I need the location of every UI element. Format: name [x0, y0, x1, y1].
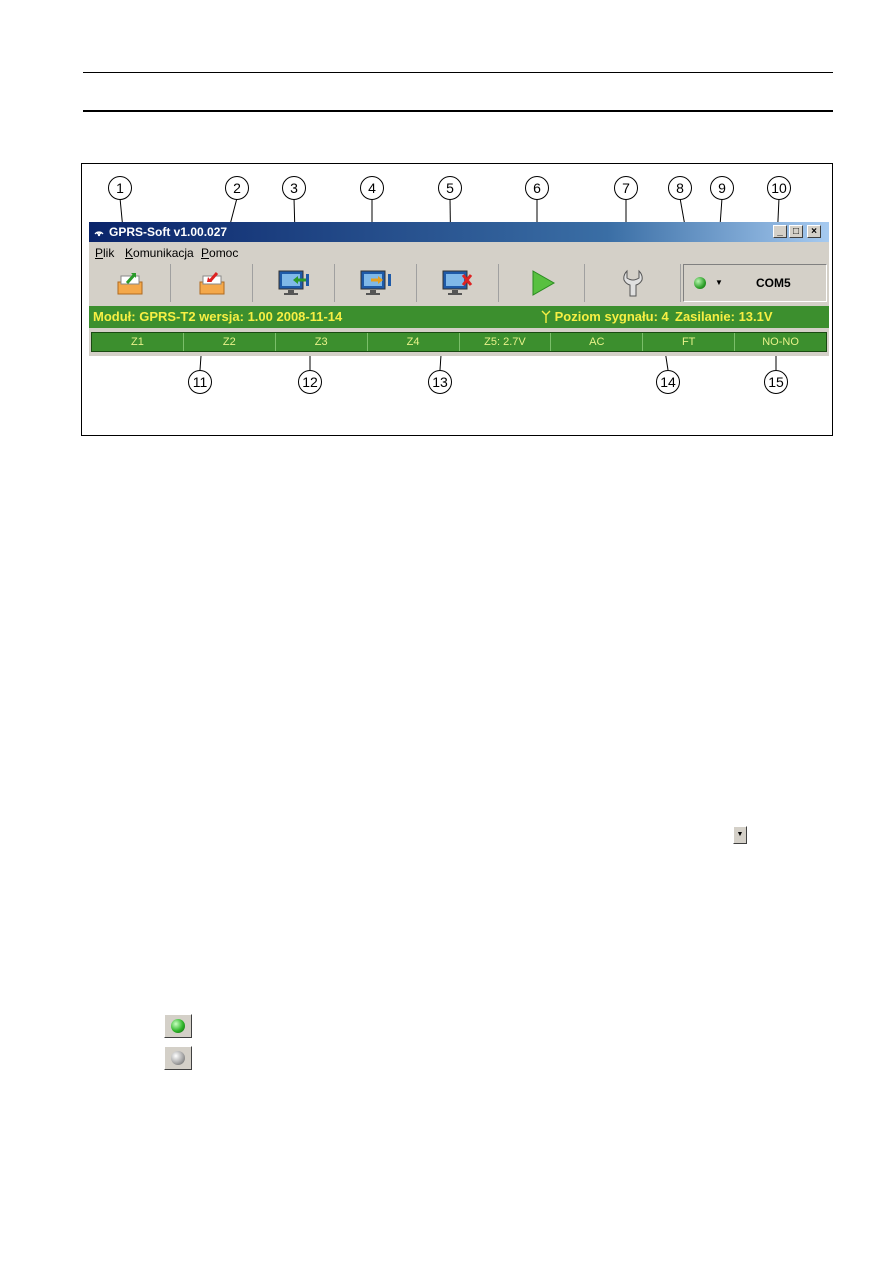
module-info: Moduł: GPRS-T2 wersja: 1.00 2008-11-14: [93, 309, 343, 324]
green-led-icon: [164, 1014, 192, 1038]
figure-frame: [81, 163, 833, 436]
start-icon: [532, 270, 555, 296]
callout-9: 9: [710, 176, 734, 200]
menu-bar: Plik Komunikacja Pomoc: [89, 242, 829, 262]
module-status-bar: Moduł: GPRS-T2 wersja: 1.00 2008-11-14 P…: [89, 306, 829, 328]
configuration-button[interactable]: [585, 264, 681, 302]
menu-plik[interactable]: Plik: [95, 246, 115, 260]
zone-z4: Z4: [368, 333, 460, 351]
zone-ac: AC: [551, 333, 644, 351]
zone-ft: FT: [643, 333, 736, 351]
menu-komunikacja[interactable]: Komunikacja: [125, 246, 194, 260]
title-bar[interactable]: GPRS-Soft v1.00.027 _ □ ×: [89, 222, 829, 242]
callout-6: 6: [525, 176, 549, 200]
dropdown-arrow-icon: ▼: [733, 826, 747, 844]
signal-level-text: Poziom sygnału: 4: [554, 309, 669, 324]
antenna-icon: [541, 310, 551, 323]
maximize-button[interactable]: □: [789, 225, 803, 238]
zone-z5: Z5: 2.7V: [460, 333, 552, 351]
callout-11: 11: [188, 370, 212, 394]
zone-no-no: NO-NO: [762, 336, 799, 348]
com-port-label: COM5: [756, 276, 791, 290]
disconnect-button[interactable]: [417, 264, 499, 302]
header-rule-bottom: [83, 110, 833, 112]
gprs-soft-window: GPRS-Soft v1.00.027 _ □ × Plik Komunikac…: [89, 222, 829, 356]
open-file-icon: [117, 273, 142, 295]
configuration-wrench-icon: [622, 269, 643, 297]
callout-7: 7: [614, 176, 638, 200]
toolbar: ▼ COM5: [89, 263, 829, 303]
zone-z2: Z2: [184, 333, 276, 351]
read-from-module-icon: [278, 270, 309, 295]
antenna-signal-icon: [94, 231, 104, 237]
callout-2: 2: [225, 176, 249, 200]
save-file-button[interactable]: [171, 264, 253, 302]
save-file-icon: [199, 272, 224, 295]
connection-status-led: [694, 277, 706, 289]
callout-13: 13: [428, 370, 452, 394]
callout-3: 3: [282, 176, 306, 200]
minimize-button[interactable]: _: [773, 225, 787, 238]
start-button[interactable]: [499, 264, 585, 302]
signal-level: Poziom sygnału: 4: [541, 309, 669, 324]
gray-led-icon: [164, 1046, 192, 1070]
open-file-button[interactable]: [89, 264, 171, 302]
callout-15: 15: [764, 370, 788, 394]
callout-4: 4: [360, 176, 384, 200]
connection-panel: ▼ COM5: [683, 264, 827, 302]
header-rule-top: [83, 72, 833, 73]
power-supply: Zasilanie: 13.1V: [675, 309, 773, 324]
callout-10: 10: [767, 176, 791, 200]
window-title: GPRS-Soft v1.00.027: [109, 225, 228, 239]
write-to-module-icon: [360, 270, 391, 295]
zone-z3: Z3: [276, 333, 368, 351]
write-to-module-button[interactable]: [335, 264, 417, 302]
callout-8: 8: [668, 176, 692, 200]
menu-pomoc[interactable]: Pomoc: [201, 246, 239, 260]
zone-status-row: Z1 Z2 Z3 Z4 Z5: 2.7V AC FT NO-NO: [91, 332, 827, 352]
disconnect-icon: [442, 270, 472, 295]
callout-5: 5: [438, 176, 462, 200]
close-button[interactable]: ×: [807, 225, 821, 238]
callout-12: 12: [298, 370, 322, 394]
callout-1: 1: [108, 176, 132, 200]
zone-z1: Z1: [92, 333, 184, 351]
callout-14: 14: [656, 370, 680, 394]
read-from-module-button[interactable]: [253, 264, 335, 302]
connection-dropdown-arrow-icon[interactable]: ▼: [715, 278, 723, 287]
